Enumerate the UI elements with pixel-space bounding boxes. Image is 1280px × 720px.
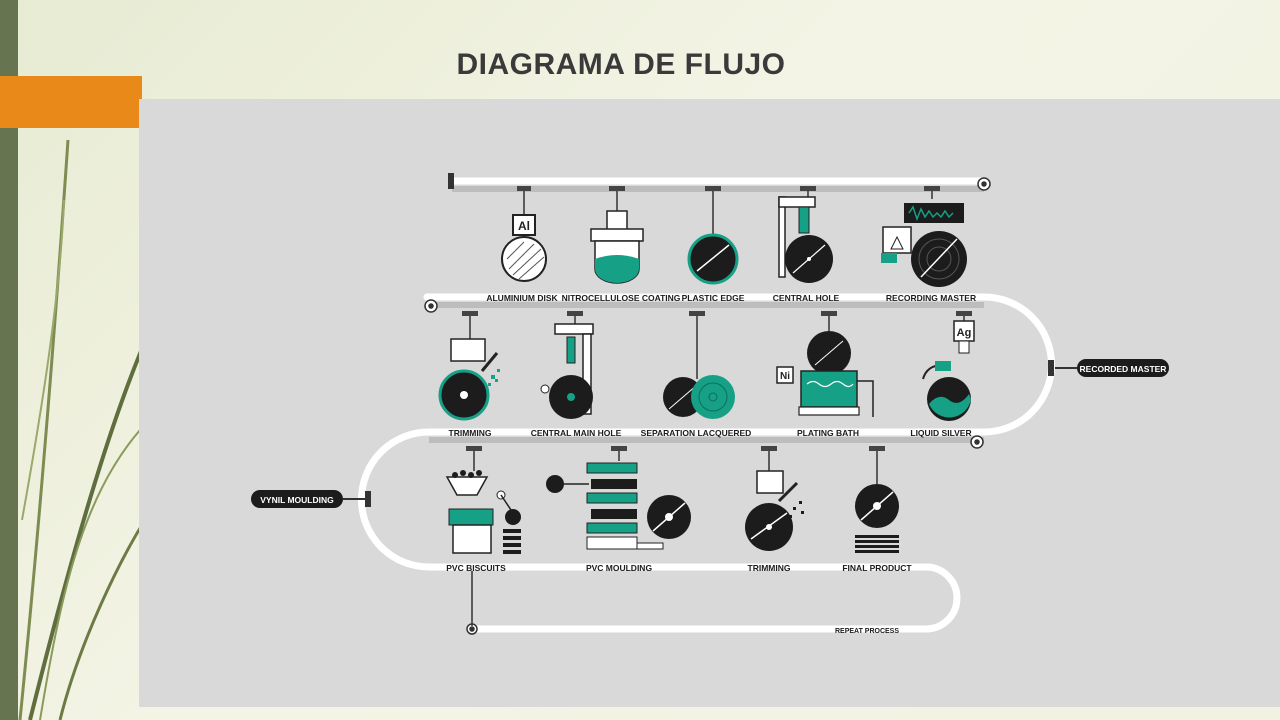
aluminium-badge [512, 214, 536, 236]
diagram-panel: Al ALUMI [139, 99, 1280, 707]
stage-pvc-biscuits [445, 446, 521, 554]
stage-central-hole [778, 186, 833, 283]
callout-vinyl-moulding: VYNIL MOULDING [251, 490, 371, 508]
stage-plating-bath: Ni [776, 311, 874, 417]
callout-recorded-master: RECORDED MASTER [1048, 359, 1169, 377]
stage-trimming-1 [438, 311, 500, 421]
label-repeat-process: REPEAT PROCESS [835, 628, 899, 635]
stage-pvc-moulding [546, 446, 691, 550]
label-aluminium-disk: ALUMINIUM DISK [486, 293, 558, 303]
label-separation-lacquered: SEPARATION LACQUERED [641, 428, 752, 438]
nickel-badge [776, 366, 794, 384]
nickel-symbol: Ni [780, 371, 790, 382]
label-trimming-2: TRIMMING [748, 563, 791, 573]
accent-tab [0, 76, 142, 128]
stage-separation-lacquered [663, 311, 735, 419]
slide-title: DIAGRAMA DE FLUJO [456, 48, 786, 81]
label-central-main-hole: CENTRAL MAIN HOLE [531, 428, 622, 438]
stage-plastic-edge [687, 186, 739, 285]
stage-aluminium-disk: Al [501, 186, 547, 282]
silver-symbol: Ag [957, 327, 972, 339]
stage-final-product [855, 446, 899, 553]
recorded-master-label: RECORDED MASTER [1080, 364, 1167, 374]
label-central-hole: CENTRAL HOLE [773, 293, 840, 303]
label-pvc-moulding: PVC MOULDING [586, 563, 653, 573]
vinyl-moulding-label: VYNIL MOULDING [260, 495, 334, 505]
flow-diagram: Al ALUMI [251, 173, 1169, 635]
grass-decoration [18, 139, 152, 720]
label-plastic-edge: PLASTIC EDGE [682, 293, 745, 303]
label-recording-master: RECORDING MASTER [886, 293, 976, 303]
stage-liquid-silver: Ag [922, 311, 975, 421]
label-trimming-1: TRIMMING [449, 428, 492, 438]
left-sidebar-strip [0, 0, 18, 720]
stage-nitrocellulose-coating [590, 186, 644, 284]
rail-end-cap [448, 173, 454, 189]
stage-recording-master [881, 186, 967, 287]
aluminium-symbol: Al [518, 219, 530, 233]
label-pvc-biscuits: PVC BISCUITS [446, 563, 506, 573]
label-liquid-silver: LIQUID SILVER [910, 428, 971, 438]
stage-trimming-2 [745, 446, 804, 551]
stage-central-main-hole [540, 311, 594, 419]
label-plating-bath: PLATING BATH [797, 428, 859, 438]
rail-end-pulleys [424, 177, 991, 635]
label-nitrocellulose-coating: NITROCELLULOSE COATING [562, 293, 681, 303]
label-final-product: FINAL PRODUCT [842, 563, 912, 573]
